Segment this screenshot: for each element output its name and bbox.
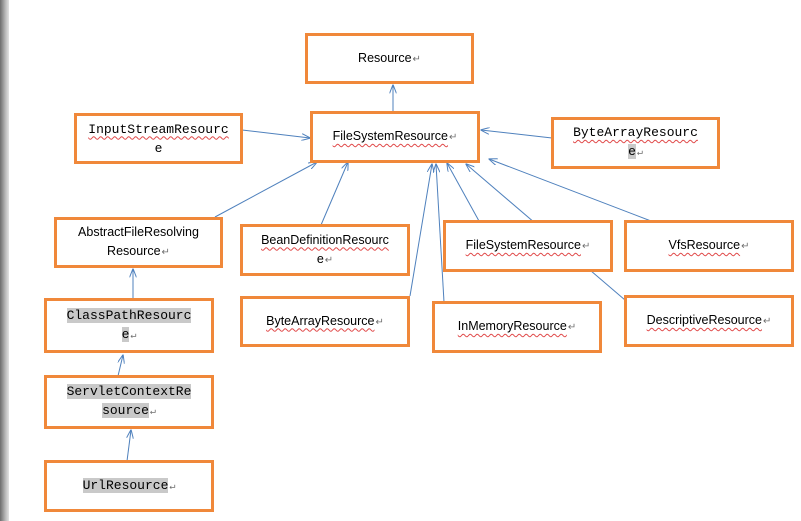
node-bytearray-mid-label: ByteArrayResource↵ xyxy=(266,313,384,328)
node-bytearray-mid: ByteArrayResource↵ xyxy=(240,296,410,347)
arrow-beandefinition-to-filesystem xyxy=(320,162,348,226)
arrow-servletcontext-to-classpath xyxy=(117,355,123,377)
arrow-bytearray-top-to-filesystem xyxy=(481,130,553,139)
node-url: UrlResource↵ xyxy=(44,460,214,512)
arrow-filesystem-mid-to-filesystem xyxy=(447,163,480,222)
node-vfs-label: VfsResource↵ xyxy=(668,238,750,252)
arrow-bytearray-mid-to-filesystem xyxy=(409,164,432,297)
node-filesystem-top: FileSystemResource↵ xyxy=(310,111,480,163)
node-descriptive: DescriptiveResource↵ xyxy=(624,295,794,347)
node-inmemory-label: InMemoryResource↵ xyxy=(457,319,577,333)
arrow-url-to-servletcontext xyxy=(127,430,131,462)
node-inmemory: InMemoryResource↵ xyxy=(432,301,602,353)
node-filesystem-top-label: FileSystemResource↵ xyxy=(332,129,458,143)
node-descriptive-label: DescriptiveResource↵ xyxy=(646,313,772,327)
node-vfs: VfsResource↵ xyxy=(624,220,794,272)
node-resource: Resource↵ xyxy=(305,33,474,84)
node-url-label: UrlResource↵ xyxy=(82,477,176,493)
node-filesystem-mid-label: FileSystemResource↵ xyxy=(465,238,591,252)
arrow-vfs-to-filesystem xyxy=(489,159,652,222)
window-edge-strip xyxy=(0,0,9,521)
arrow-abstractfile-to-filesystem xyxy=(214,162,317,218)
node-resource-label: Resource↵ xyxy=(358,50,421,65)
arrow-inmemory-to-filesystem xyxy=(436,164,445,303)
node-filesystem-mid: FileSystemResource↵ xyxy=(443,220,613,272)
arrow-inputstream-to-filesystem xyxy=(241,129,310,138)
